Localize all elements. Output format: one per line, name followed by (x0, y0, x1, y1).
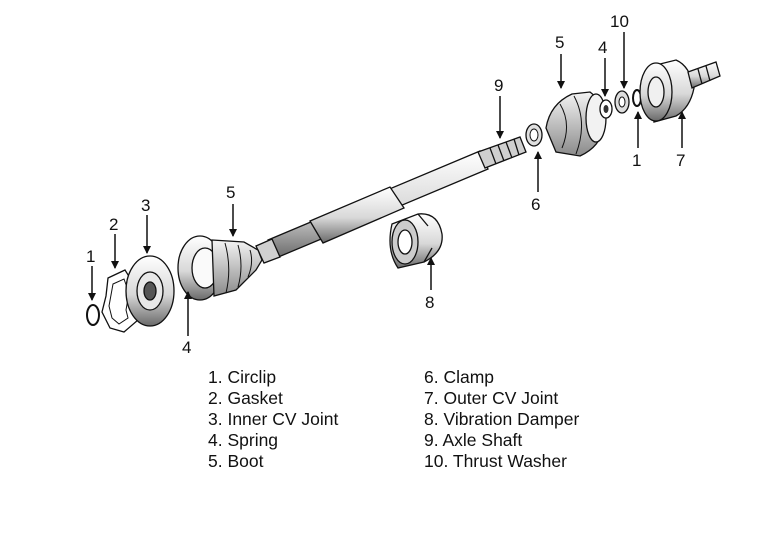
outer-thrust-washer (614, 90, 630, 114)
vibration-damper (389, 213, 443, 269)
inner-cv-joint (125, 255, 175, 327)
legend-item: 7. Outer CV Joint (424, 388, 559, 408)
callout-3-inner: 3 (141, 196, 150, 215)
legend-item: 10. Thrust Washer (424, 451, 567, 471)
callout-2-inner: 2 (109, 215, 118, 234)
legend-item: 8. Vibration Damper (424, 409, 580, 429)
clamp (525, 123, 543, 147)
callout-9-shaft: 9 (494, 76, 503, 95)
callout-4-outer: 4 (598, 38, 607, 57)
callout-10-outer: 10 (610, 12, 629, 31)
callout-7-outer: 7 (676, 151, 685, 170)
legend-left-column: 1. Circlip 2. Gasket 3. Inner CV Joint 4… (208, 367, 338, 472)
callout-5-outer: 5 (555, 33, 564, 52)
legend-item: 6. Clamp (424, 367, 495, 387)
callout-1-outer: 1 (632, 151, 641, 170)
inner-boot (177, 235, 263, 301)
inner-circlip (86, 304, 100, 326)
callout-4-inner: 4 (182, 338, 191, 357)
legend-item: 2. Gasket (208, 388, 283, 408)
callout-6-clamp: 6 (531, 195, 540, 214)
legend-item: 5. Boot (208, 451, 264, 471)
callout-1-inner: 1 (86, 247, 95, 266)
outer-boot (545, 91, 607, 157)
legend-item: 9. Axle Shaft (424, 430, 523, 450)
callout-5-inner: 5 (226, 183, 235, 202)
outer-spring (599, 99, 613, 119)
legend-right-column: 6. Clamp 7. Outer CV Joint 8. Vibration … (424, 367, 579, 472)
callout-arrows (88, 32, 686, 336)
outer-cv-joint (639, 59, 721, 123)
legend-item: 1. Circlip (208, 367, 277, 387)
legend-item: 4. Spring (208, 430, 279, 450)
legend-item: 3. Inner CV Joint (208, 409, 339, 429)
callout-8-damper: 8 (425, 293, 434, 312)
